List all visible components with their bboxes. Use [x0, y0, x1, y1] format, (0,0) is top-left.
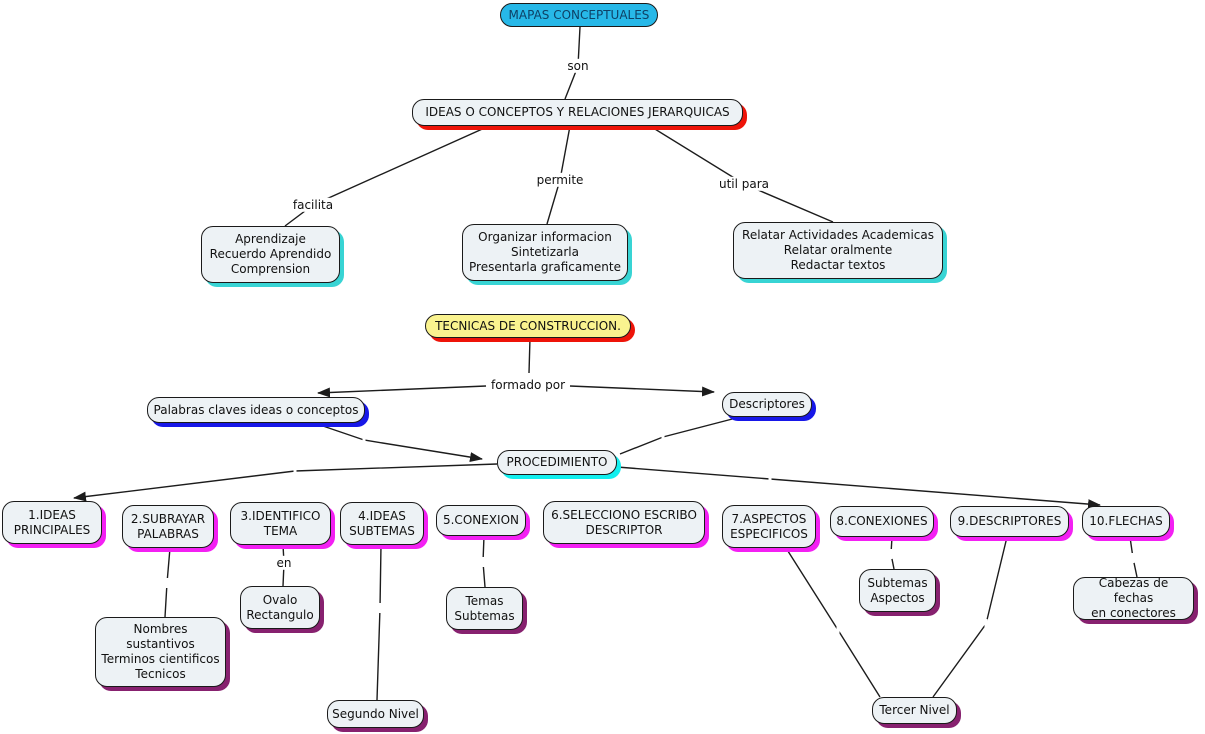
node-temas-subtemas[interactable]: Temas Subtemas — [446, 587, 523, 630]
link-midpoint-handle[interactable] — [362, 435, 366, 445]
node-paso-4-ideas-subtemas[interactable]: 4.IDEAS SUBTEMAS — [340, 502, 424, 545]
link-midpoint-handle[interactable] — [661, 432, 665, 442]
node-ideas-o-conceptos[interactable]: IDEAS O CONCEPTOS Y RELACIONES JERARQUIC… — [412, 99, 743, 126]
node-paso-8-conexiones[interactable]: 8.CONEXIONES — [830, 506, 934, 537]
node-tecnicas-de-construccion[interactable]: TECNICAS DE CONSTRUCCION. — [425, 314, 631, 338]
node-ovalo-rectangulo[interactable]: Ovalo Rectangulo — [240, 586, 320, 629]
link-formado-por-to-descriptores[interactable] — [569, 385, 715, 397]
link-midpoint-handle[interactable] — [293, 466, 297, 476]
node-paso-10-flechas[interactable]: 10.FLECHAS — [1082, 506, 1170, 537]
node-palabras-claves[interactable]: Palabras claves ideas o conceptos — [147, 397, 365, 423]
node-paso-6-selecciono-escribo[interactable]: 6.SELECCIONO ESCRIBO DESCRIPTOR — [543, 501, 705, 544]
node-paso-2-subrayar-palabras[interactable]: 2.SUBRAYAR PALABRAS — [122, 505, 214, 548]
link-descriptores-to-procedimiento[interactable] — [619, 416, 741, 455]
node-aprendizaje[interactable]: Aprendizaje Recuerdo Aprendido Comprensi… — [201, 226, 340, 283]
link-procedimiento-to-paso1[interactable] — [73, 463, 498, 502]
node-relatar-actividades[interactable]: Relatar Actividades Academicas Relatar o… — [733, 222, 943, 279]
link-label-en[interactable]: en — [273, 555, 295, 571]
link-label-permite[interactable]: permite — [533, 172, 587, 188]
node-procedimiento[interactable]: PROCEDIMIENTO — [497, 450, 617, 475]
link-midpoint-handle[interactable] — [836, 625, 840, 635]
node-segundo-nivel[interactable]: Segundo Nivel — [327, 700, 424, 728]
node-descriptores[interactable]: Descriptores — [722, 392, 812, 417]
link-midpoint-handle[interactable] — [481, 557, 485, 567]
link-ideas-to-relatar[interactable] — [649, 125, 834, 223]
link-formado-por-to-palabras[interactable] — [317, 385, 487, 398]
link-palabras-to-procedimiento[interactable] — [319, 424, 483, 463]
node-cabezas-de-fechas[interactable]: Cabezas de fechas en conectores — [1073, 576, 1194, 620]
node-paso-3-identifico-tema[interactable]: 3.IDENTIFICO TEMA — [230, 502, 331, 545]
link-midpoint-handle[interactable] — [165, 578, 169, 588]
node-organizar-informacion[interactable]: Organizar informacion Sintetizarla Prese… — [462, 224, 628, 281]
node-subtemas-aspectos[interactable]: Subtemas Aspectos — [859, 569, 936, 612]
link-midpoint-handle[interactable] — [378, 603, 382, 613]
node-paso-1-ideas-principales[interactable]: 1.IDEAS PRINCIPALES — [2, 501, 102, 544]
link-label-son[interactable]: son — [564, 58, 592, 74]
link-paso4-to-segundo-nivel[interactable] — [376, 544, 382, 701]
node-paso-9-descriptores[interactable]: 9.DESCRIPTORES — [950, 506, 1069, 537]
node-tercer-nivel[interactable]: Tercer Nivel — [872, 697, 957, 724]
link-procedimiento-to-paso10[interactable] — [616, 466, 1101, 510]
link-label-formado-por[interactable]: formado por — [488, 377, 568, 393]
link-label-facilita[interactable]: facilita — [289, 197, 337, 213]
node-mapas-conceptuales[interactable]: MAPAS CONCEPTUALES — [500, 3, 658, 27]
link-tecnicas-to-formado-por[interactable] — [528, 337, 531, 374]
node-nombres-sustantivos[interactable]: Nombres sustantivos Terminos cientificos… — [95, 617, 226, 687]
link-midpoint-handle[interactable] — [1131, 553, 1135, 563]
link-midpoint-handle[interactable] — [889, 549, 893, 559]
link-midpoint-handle[interactable] — [768, 474, 772, 484]
node-paso-5-conexion[interactable]: 5.CONEXION — [436, 505, 526, 536]
node-paso-7-aspectos-especificos[interactable]: 7.ASPECTOS ESPECIFICOS — [722, 505, 816, 548]
link-paso9-to-tercer-nivel[interactable] — [932, 536, 1008, 698]
link-midpoint-handle[interactable] — [984, 619, 988, 629]
link-label-util-para[interactable]: util para — [715, 176, 773, 192]
